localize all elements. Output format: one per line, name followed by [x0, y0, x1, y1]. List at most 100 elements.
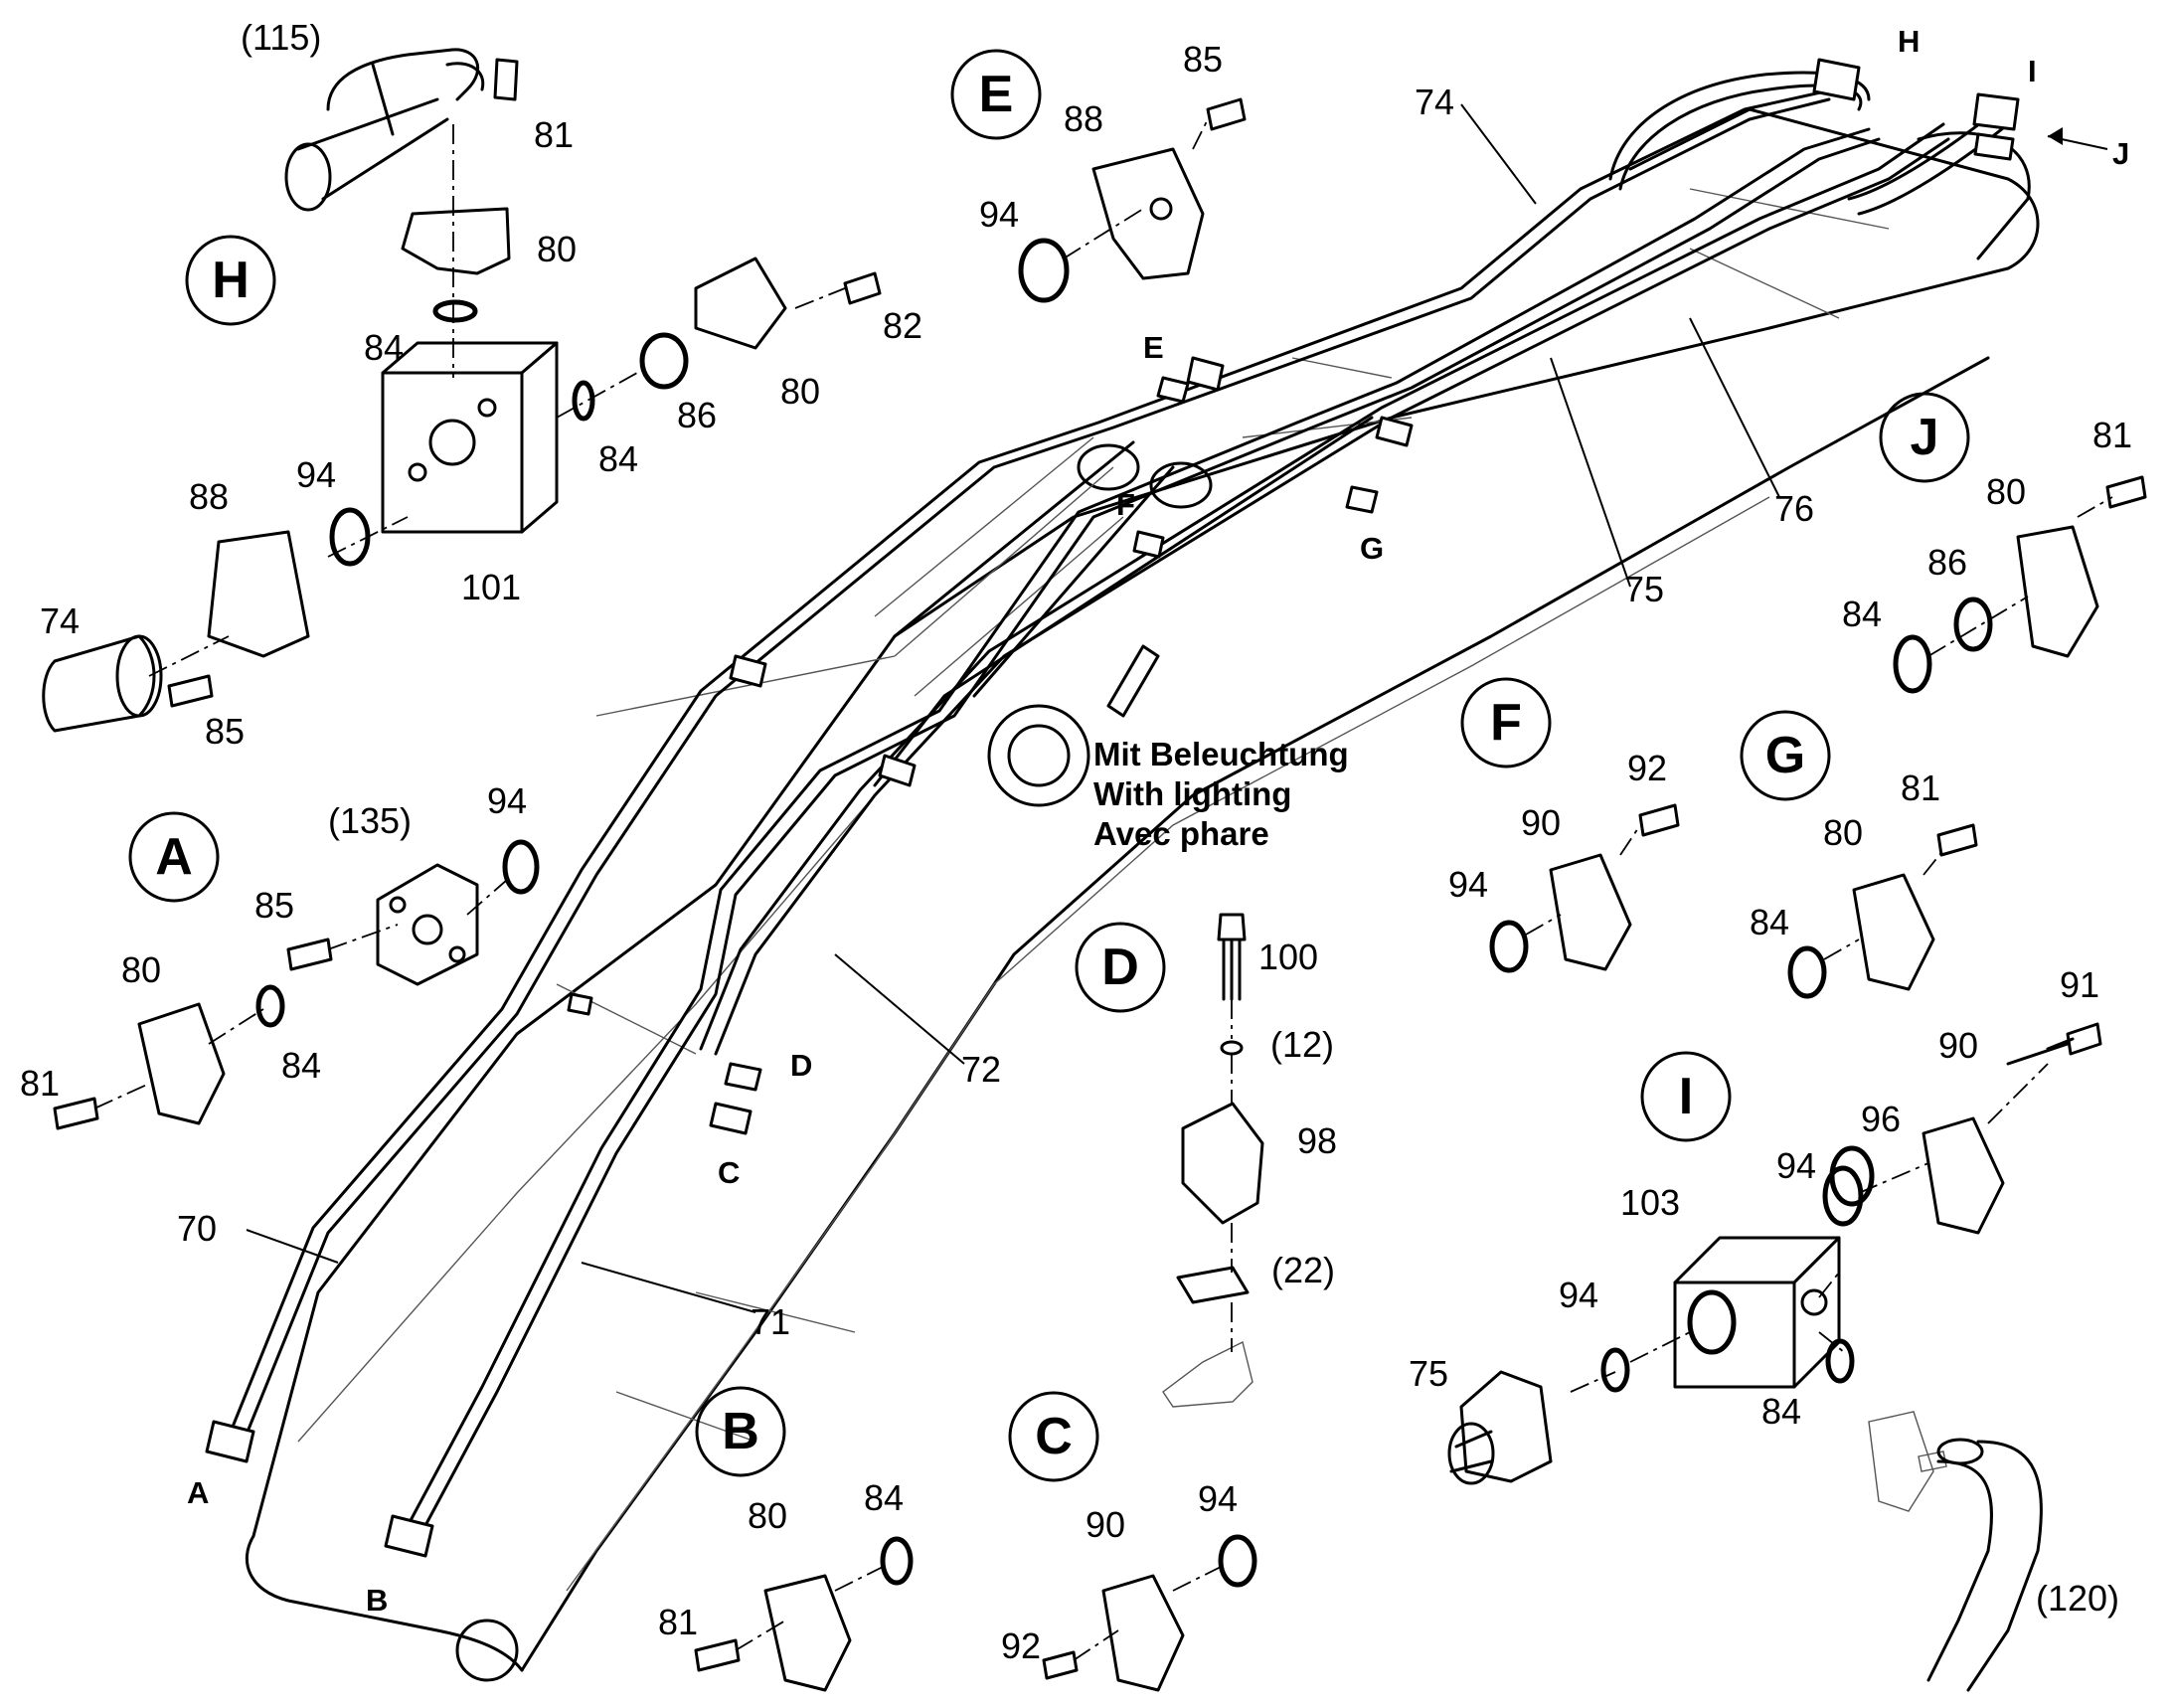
detail-f-assembly [1489, 803, 1680, 973]
note-line-en: With lighting [1093, 775, 1291, 812]
part-label: 90 [1086, 1504, 1125, 1545]
svg-text:I: I [1679, 1068, 1693, 1125]
part-label: 82 [883, 305, 922, 346]
part-label: (115) [241, 17, 321, 58]
part-label: 92 [1001, 1625, 1041, 1666]
part-number-labels-f: 92 90 94 [1448, 748, 1667, 905]
lighting-note: Mit Beleuchtung With lighting Avec phare [1093, 736, 1349, 852]
pipe-runs [205, 58, 2020, 1558]
svg-text:A: A [155, 828, 193, 886]
detail-c-assembly [1042, 1534, 1257, 1692]
callout-circle-g: G [1740, 710, 1831, 801]
part-label: 94 [1198, 1478, 1238, 1519]
part-label: 85 [1183, 39, 1223, 80]
detail-h-assembly [42, 48, 882, 733]
part-label: 80 [748, 1495, 787, 1536]
pipe-label: 74 [1415, 82, 1454, 122]
svg-text:H: H [212, 252, 250, 309]
note-line-fr: Avec phare [1093, 815, 1269, 852]
part-number-labels-b: 80 84 81 [658, 1477, 904, 1642]
part-number-labels-d: 100 (12) 98 (22) [1258, 937, 1337, 1290]
part-label: 81 [2092, 415, 2132, 455]
connection-letter: C [718, 1155, 740, 1190]
callout-circle-e: E [950, 49, 1042, 140]
connection-letter: I [2028, 54, 2037, 88]
callout-circle-c: C [1008, 1391, 1099, 1482]
part-label: 86 [1927, 542, 1967, 583]
callout-circle-i: I [1640, 1051, 1732, 1142]
part-label: 94 [1448, 864, 1488, 905]
pipe-label: 71 [751, 1301, 790, 1342]
part-label: 74 [40, 600, 80, 641]
part-label: 85 [205, 711, 245, 752]
part-label: 91 [2060, 964, 2099, 1005]
connection-letter: G [1360, 531, 1384, 566]
connection-letter: H [1898, 24, 1920, 59]
part-label: 88 [1064, 98, 1103, 139]
part-label: 75 [1409, 1353, 1448, 1394]
callout-circle-a: A [128, 811, 220, 903]
svg-text:C: C [1035, 1408, 1073, 1465]
part-number-labels-i: 91 90 96 94 103 94 75 84 (120) [1409, 964, 2119, 1619]
part-label: (135) [328, 800, 412, 841]
part-label: 84 [364, 327, 404, 368]
part-label: 81 [1901, 768, 1940, 808]
part-label: 80 [1986, 471, 2026, 512]
part-label: 94 [1559, 1275, 1598, 1315]
connection-letter: E [1143, 330, 1164, 365]
part-label: 81 [534, 114, 574, 155]
part-label: 80 [121, 949, 161, 990]
part-label: 84 [1842, 594, 1882, 634]
part-number-labels-c: 90 94 92 [1001, 1478, 1238, 1666]
pipe-number-labels: 74 75 76 72 70 71 [177, 82, 1814, 1342]
part-label: 94 [979, 194, 1019, 235]
part-label: 101 [461, 567, 521, 607]
part-label: 92 [1627, 748, 1667, 788]
part-label: (12) [1270, 1024, 1334, 1065]
connection-letter: J [2112, 136, 2129, 171]
pipe-label: 75 [1624, 569, 1664, 609]
boom-body [245, 107, 2040, 1682]
note-line-de: Mit Beleuchtung [1093, 736, 1349, 772]
part-label: 90 [1521, 802, 1561, 843]
svg-text:F: F [1490, 694, 1522, 752]
callout-circle-d: D [1075, 922, 1166, 1013]
part-number-labels-j: 81 80 86 84 [1842, 415, 2132, 634]
svg-text:J: J [1911, 409, 1939, 466]
part-label: 84 [864, 1477, 904, 1518]
part-number-labels-h: (115) 81 80 84 82 80 86 84 88 94 101 74 … [40, 17, 922, 752]
part-label: 90 [1938, 1025, 1978, 1066]
part-label: 84 [1761, 1391, 1801, 1432]
part-label: 94 [487, 780, 527, 821]
part-label: 98 [1297, 1120, 1337, 1161]
part-label: 80 [1823, 812, 1863, 853]
detail-d-assembly [1162, 913, 1264, 1408]
part-number-labels-a: (135) 94 85 80 84 81 [20, 780, 527, 1104]
svg-text:D: D [1101, 939, 1139, 996]
svg-text:B: B [722, 1403, 759, 1460]
part-label: 96 [1861, 1099, 1901, 1139]
detail-e-assembly [1018, 97, 1247, 303]
callout-circle-h: H [185, 235, 276, 326]
part-label: 88 [189, 476, 229, 517]
part-label: 94 [1776, 1145, 1816, 1186]
part-label: 84 [598, 438, 638, 479]
svg-text:G: G [1765, 727, 1805, 784]
part-label: 80 [780, 371, 820, 412]
part-label: (120) [2036, 1578, 2119, 1619]
part-label: 100 [1258, 937, 1318, 977]
part-number-labels-g: 81 80 84 [1750, 768, 1940, 942]
connection-letters: A B C D E F G H I J [187, 24, 2129, 1618]
part-label: 85 [254, 885, 294, 926]
callout-circle-j: J [1879, 392, 1970, 483]
part-label: 86 [677, 395, 717, 435]
callout-circle-f: F [1460, 677, 1552, 769]
detail-j-assembly [1893, 475, 2147, 694]
pipe-label: 76 [1774, 488, 1814, 529]
part-label: 81 [658, 1602, 698, 1642]
detail-b-assembly [694, 1536, 914, 1692]
connection-letter: D [790, 1048, 812, 1083]
detail-g-assembly [1787, 823, 1978, 999]
connection-letter: F [1116, 487, 1135, 522]
